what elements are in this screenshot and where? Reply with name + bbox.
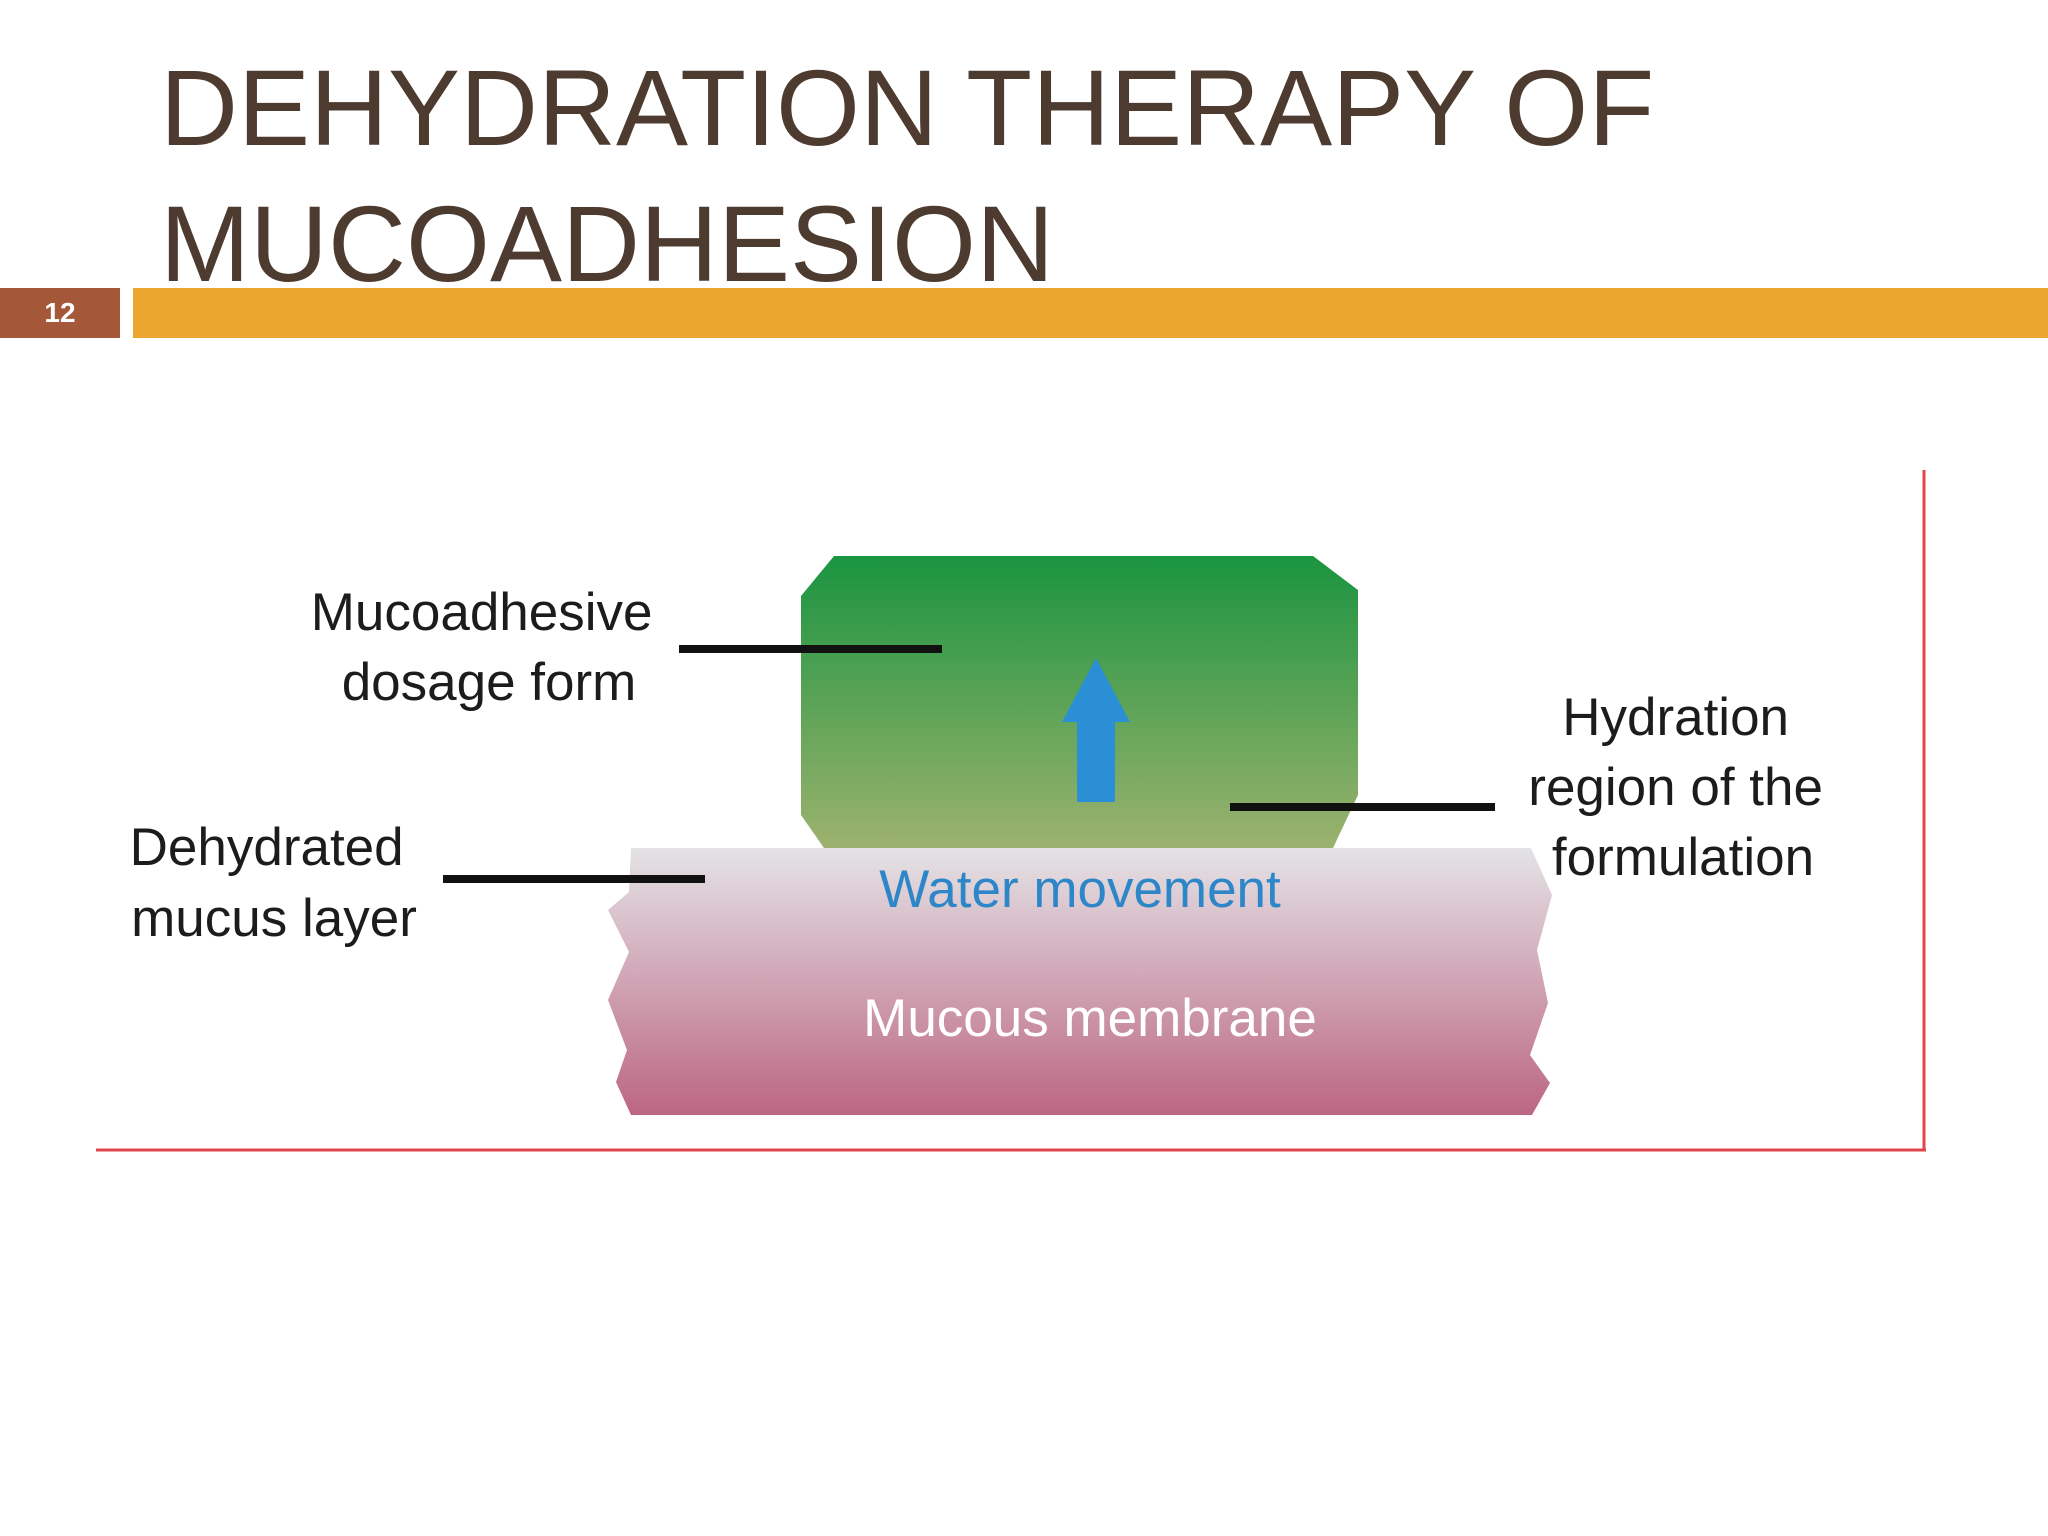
label-hydration-region: Hydration region of the formulation (1528, 688, 1837, 887)
label-hydration-region-line-2: region of the (1528, 758, 1823, 817)
slide-number-badge: 12 (0, 288, 120, 338)
title-accent-bar (133, 288, 2048, 338)
label-dosage-form: Mucoadhesive dosage form (311, 583, 668, 712)
mucoadhesion-diagram: Mucoadhesive dosage form Dehydrated mucu… (96, 470, 1926, 1152)
slide-title-line-2: MUCOADHESION (160, 183, 1055, 304)
figure-frame: Mucoadhesive dosage form Dehydrated mucu… (96, 470, 1926, 1154)
label-dosage-form-line-2: dosage form (342, 653, 637, 712)
label-mucus-layer-line-1: Dehydrated (130, 818, 404, 877)
label-mucus-layer: Dehydrated mucus layer (130, 818, 419, 948)
label-water-movement: Water movement (879, 860, 1281, 919)
label-dosage-form-line-1: Mucoadhesive (311, 583, 653, 642)
water-movement-arrow (1077, 720, 1115, 802)
label-mucous-membrane: Mucous membrane (863, 989, 1317, 1048)
slide-title-line-1: DEHYDRATION THERAPY OF (160, 47, 1655, 168)
slide-title: DEHYDRATION THERAPY OF MUCOADHESION (160, 40, 1980, 312)
label-mucus-layer-line-2: mucus layer (131, 889, 417, 948)
water-movement-arrowhead (1062, 658, 1130, 722)
label-hydration-region-line-3: formulation (1552, 828, 1814, 887)
mucous-membrane-layer (608, 848, 1552, 1115)
label-hydration-region-line-1: Hydration (1562, 688, 1789, 747)
